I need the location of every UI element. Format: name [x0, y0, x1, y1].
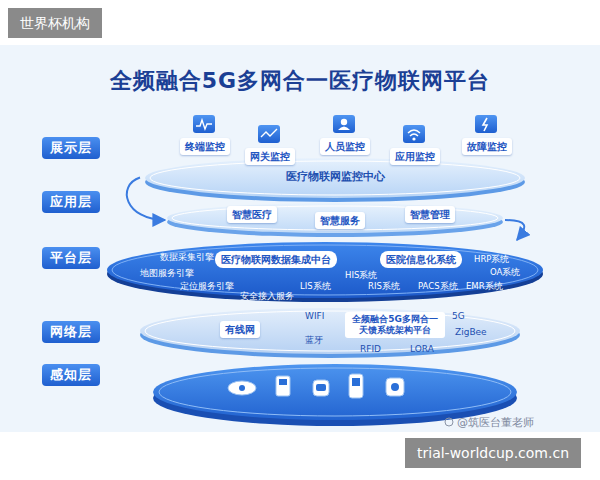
node-text: 平台层	[50, 250, 92, 266]
node-text: EMR系统	[466, 282, 503, 292]
source-tag: 世界杯机构	[8, 8, 102, 38]
layer-label: 网络层	[42, 321, 100, 343]
node-text: 终端监控	[185, 140, 225, 153]
monitor-box: 故障监控	[462, 138, 512, 155]
monitor-box: 终端监控	[180, 138, 230, 155]
layer-label: 平台层	[42, 247, 100, 269]
node-text: LIS系统	[300, 282, 331, 292]
platform-box: 医院信息化系统	[380, 251, 462, 268]
node-text: OA系统	[490, 268, 520, 278]
node-text: 全频融合5G多网合一 天馈系统架构平台	[349, 314, 441, 336]
node-text: 应用层	[50, 194, 92, 210]
monitor-box: 应用监控	[390, 148, 440, 165]
node-text: 人员监控	[325, 140, 365, 153]
node-text: 有线网	[225, 323, 255, 336]
node-text: 医疗物联网监控中心	[140, 171, 530, 184]
node-text: RFID	[360, 344, 381, 354]
node-text: PACS系统	[418, 282, 458, 292]
diagram-title: 全频融合5G多网合一医疗物联网平台	[0, 66, 600, 96]
node-text: 5G	[452, 311, 465, 321]
url-tag: trial-worldcup.com.cn	[405, 438, 581, 468]
watermark-icon	[445, 418, 453, 426]
node-text: HIS系统	[345, 271, 377, 281]
node-text: 数据采集引擎	[160, 253, 214, 263]
node-text: RIS系统	[368, 282, 400, 292]
node-text: LORA	[410, 344, 434, 354]
node-text: 感知层	[50, 367, 92, 383]
node-text: 医疗物联网数据集成中台	[221, 253, 331, 266]
node-text: 应用监控	[395, 150, 435, 163]
node-text: ZigBee	[455, 327, 487, 337]
node-text: 医院信息化系统	[386, 253, 456, 266]
platform-disk: 数据采集引擎地图服务引擎定位服务引擎安全接入服务 HIS系统 LIS系统 RIS系统 P…	[105, 240, 545, 304]
layer-label: 应用层	[42, 191, 100, 213]
layer-label: 展示层	[42, 137, 100, 159]
node-text: 世界杯机构	[20, 14, 90, 32]
node-text: WIFI	[305, 311, 324, 321]
node-text: 智慧管理	[410, 208, 450, 221]
node-text: HRP系统	[474, 255, 509, 265]
node-text: 网关监控	[250, 150, 290, 163]
monitor-box: 人员监控	[320, 138, 370, 155]
node-text: 智慧医疗	[232, 208, 272, 221]
network-disk: WIFI 蓝牙 RFID 5G ZigBeeLORA 有线网 全频融合5G多网合一 天馈系统…	[135, 304, 525, 360]
node-text: 智慧服务	[320, 214, 360, 227]
node-text: 蓝牙	[305, 335, 323, 345]
node-text: trial-worldcup.com.cn	[417, 444, 569, 462]
monitor-box: 网关监控	[245, 148, 295, 165]
application-disk: 智慧医疗 智慧服务 智慧管理	[165, 200, 505, 240]
network-platform-box: 全频融合5G多网合一 天馈系统架构平台	[345, 312, 445, 338]
sensing-disk	[153, 364, 517, 426]
node-text: 网络层	[50, 324, 92, 340]
disk-shape	[140, 108, 530, 202]
platform-box: 医疗物联网数据集成中台	[215, 251, 337, 268]
node-text: 故障监控	[467, 140, 507, 153]
application-box: 智慧医疗	[227, 206, 277, 223]
network-box: 有线网	[220, 321, 260, 338]
display-disk: 医疗物联网监控中心 终端监控网关监控 人员监控应用监控 故障监控	[140, 108, 530, 202]
node-text: 定位服务引擎	[180, 282, 234, 292]
node-text: 地图服务引擎	[140, 269, 194, 279]
flow-arrow	[505, 220, 524, 240]
application-box: 智慧管理	[405, 206, 455, 223]
watermark: @筑医台董老师	[457, 415, 534, 430]
layer-label: 感知层	[42, 364, 100, 386]
node-text: 展示层	[50, 140, 92, 156]
application-box: 智慧服务	[315, 212, 365, 229]
node-text: 安全接入服务	[240, 292, 294, 302]
